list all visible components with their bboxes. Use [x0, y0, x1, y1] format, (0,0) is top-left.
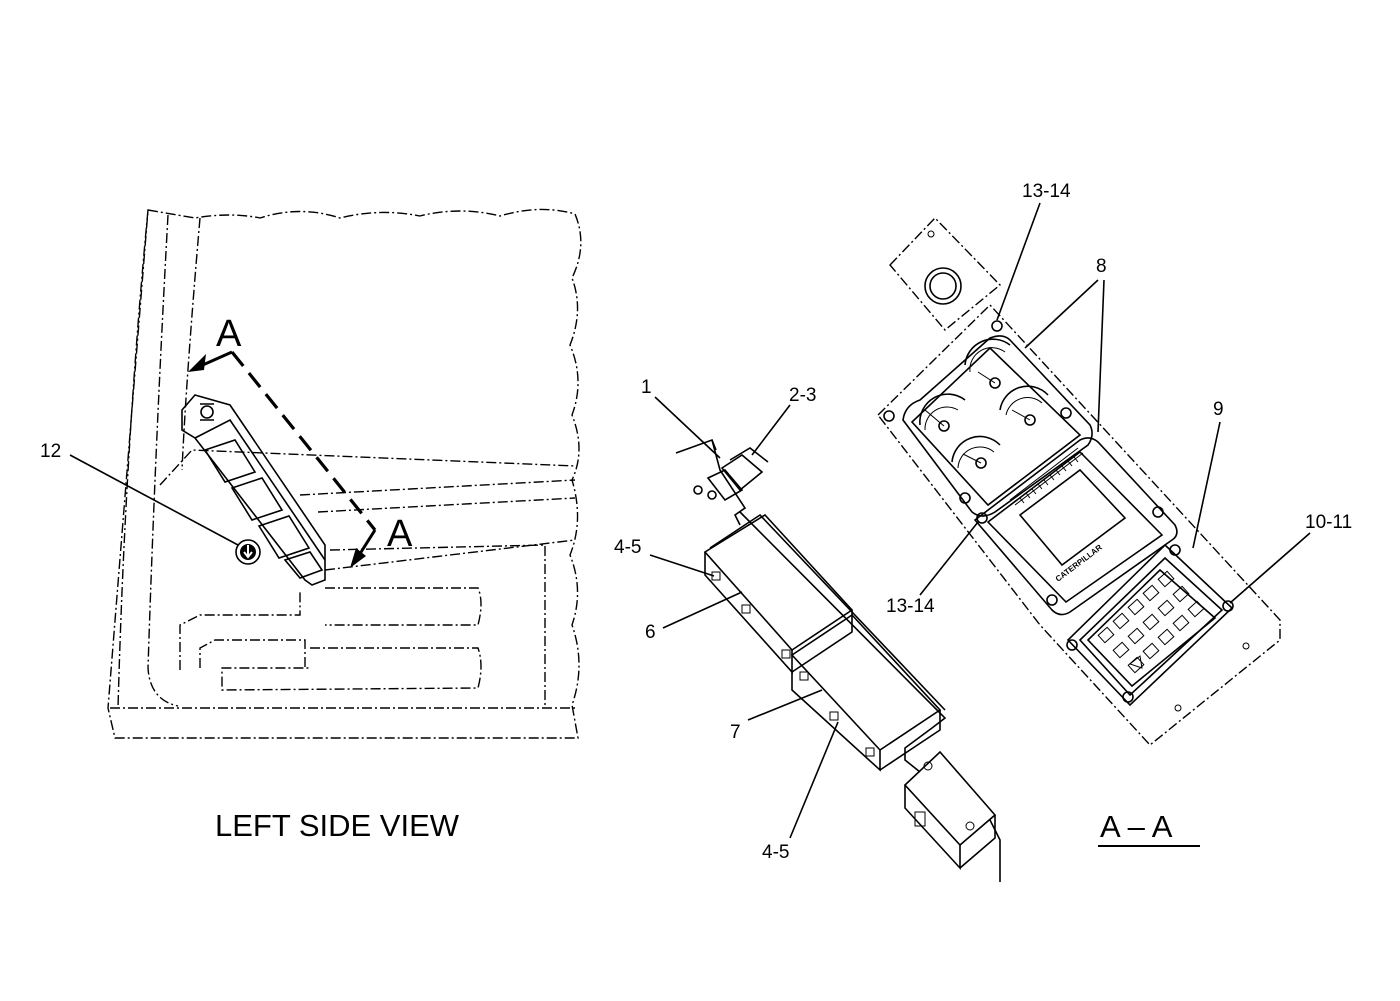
- console-step-2: [199, 639, 306, 668]
- section-arrow-bottom: [350, 548, 366, 568]
- leader-6: [662, 591, 743, 629]
- cab-pillar-3: [181, 217, 201, 471]
- cab-pillar-2: [147, 214, 179, 707]
- keypad-arrow-icon: [1128, 655, 1143, 669]
- leader-1: [654, 396, 721, 459]
- console-band-4: [324, 539, 576, 571]
- section-line-a-a: [230, 350, 377, 532]
- fastener-12-icon: [235, 539, 261, 565]
- console-band-top: [159, 449, 576, 486]
- left-side-view: A A 12 LEFT SIDE VIEW: [40, 208, 582, 843]
- gauge-1-icon: [919, 393, 966, 432]
- callout-6: 6: [645, 622, 656, 643]
- left-side-view-caption: LEFT SIDE VIEW: [215, 808, 460, 843]
- callout-4-5-top: 4-5: [614, 537, 641, 558]
- gauge-3-icon: [999, 385, 1049, 426]
- gauge-4-icon: [951, 435, 1001, 469]
- leader-13-14-bottom: [919, 521, 979, 596]
- callout-7: 7: [730, 722, 741, 743]
- leader-12: [69, 454, 239, 546]
- section-a-a-caption: A – A: [1100, 809, 1173, 844]
- leader-13-14-top: [996, 202, 1041, 321]
- console-slot-2: [221, 647, 482, 691]
- section-letter-top: A: [216, 313, 242, 355]
- callout-1: 1: [641, 377, 652, 398]
- connector-2-3: [693, 447, 769, 502]
- callout-2-3: 2-3: [789, 385, 816, 406]
- monitor-housing: [181, 394, 326, 586]
- section-arrow-top: [188, 354, 206, 372]
- callout-10-11: 10-11: [1305, 512, 1352, 533]
- leader-9: [1192, 421, 1221, 549]
- lower-connector: [903, 750, 1001, 882]
- leader-2-3: [751, 404, 791, 456]
- console-band-3: [317, 497, 576, 513]
- leader-7: [747, 689, 823, 721]
- gauge-2-icon: [964, 338, 1011, 389]
- callout-8: 8: [1096, 256, 1107, 277]
- keypad-keys: [1097, 570, 1205, 674]
- display-screen: [1018, 468, 1127, 567]
- console-slot-1: [325, 587, 482, 626]
- gauge-cluster: [883, 320, 1093, 517]
- console-band-2: [299, 479, 576, 496]
- keypad-module: [1066, 543, 1234, 707]
- cab-outline: [107, 208, 582, 739]
- cab-pillar-inner: [117, 209, 149, 709]
- callout-9: 9: [1213, 399, 1224, 420]
- leader-8-b: [1097, 279, 1105, 433]
- callout-12: 12: [40, 441, 61, 462]
- callout-13-14-top: 13-14: [1022, 181, 1071, 202]
- mounting-tab: [889, 216, 1002, 331]
- leader-10-11: [1229, 532, 1311, 604]
- callout-13-14-bottom: 13-14: [886, 596, 935, 617]
- exploded-bracket: 1 2-3 4-5 6 7 4-5: [614, 377, 1001, 882]
- display-module: CATERPILLAR: [973, 437, 1178, 616]
- leader-4-5-top: [649, 554, 715, 577]
- leader-4-5-bottom: [789, 721, 839, 839]
- leader-8-a: [1024, 279, 1099, 349]
- mount-hole-icon: [924, 267, 962, 305]
- section-letter-bottom: A: [387, 513, 413, 555]
- panel-outline: [877, 303, 1281, 746]
- connector-icon: [200, 405, 214, 419]
- console-step: [179, 590, 301, 670]
- callout-4-5-bottom: 4-5: [762, 842, 789, 863]
- section-a-a: CATERPILLAR: [877, 181, 1352, 847]
